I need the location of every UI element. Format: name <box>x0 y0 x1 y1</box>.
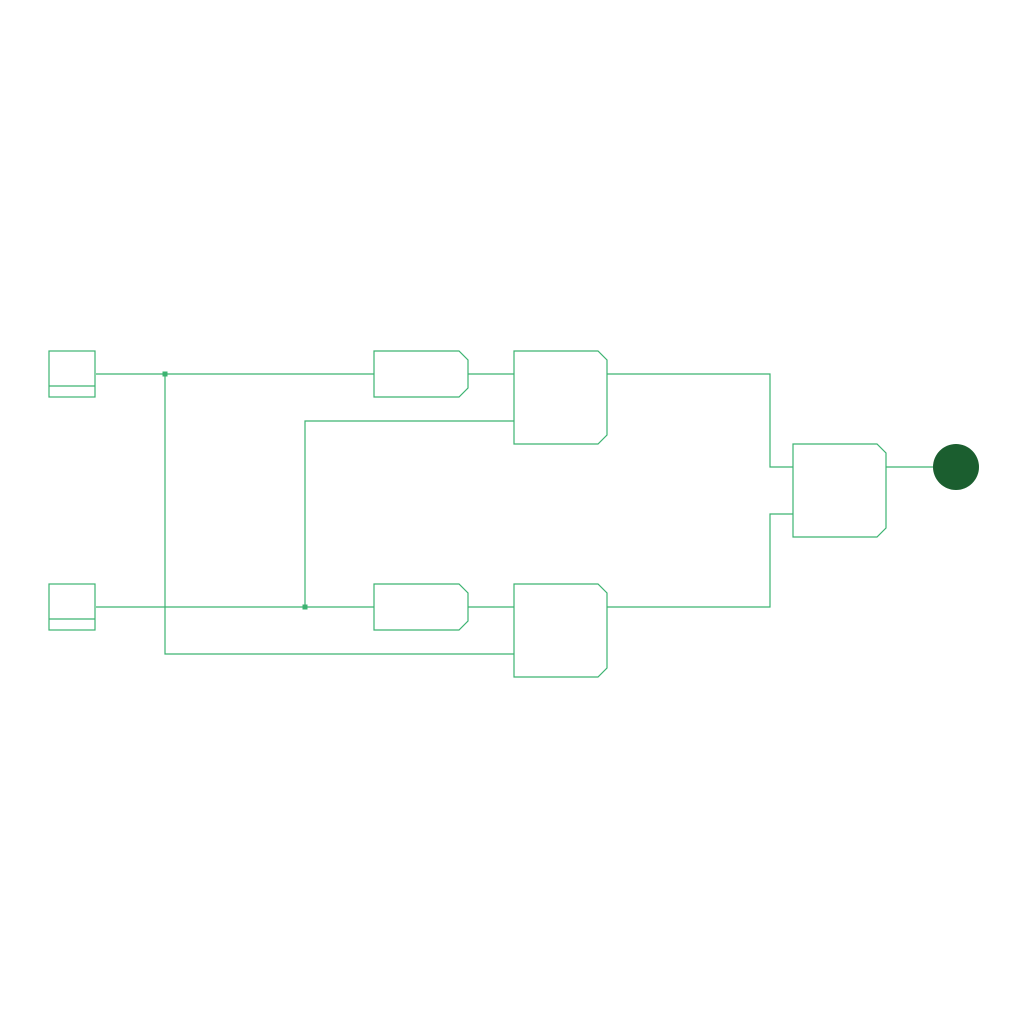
wire-and-bottom-to-or <box>607 513 793 608</box>
wire-input-b-branch-to-and-top <box>304 420 514 607</box>
junction-input-a <box>162 371 168 377</box>
input-pin-b[interactable] <box>48 583 96 631</box>
or-gate-output[interactable] <box>792 443 887 538</box>
junction-input-b <box>302 604 308 610</box>
not-gate-top[interactable] <box>373 350 469 398</box>
wire-input-a-branch-to-and-bottom <box>164 374 514 655</box>
not-gate-bottom[interactable] <box>373 583 469 631</box>
wire-and-top-to-or <box>607 373 793 468</box>
wires <box>96 373 933 655</box>
input-pin-a[interactable] <box>48 350 96 398</box>
output-led[interactable] <box>933 444 979 490</box>
and-gate-bottom[interactable] <box>513 583 608 678</box>
and-gate-top[interactable] <box>513 350 608 445</box>
